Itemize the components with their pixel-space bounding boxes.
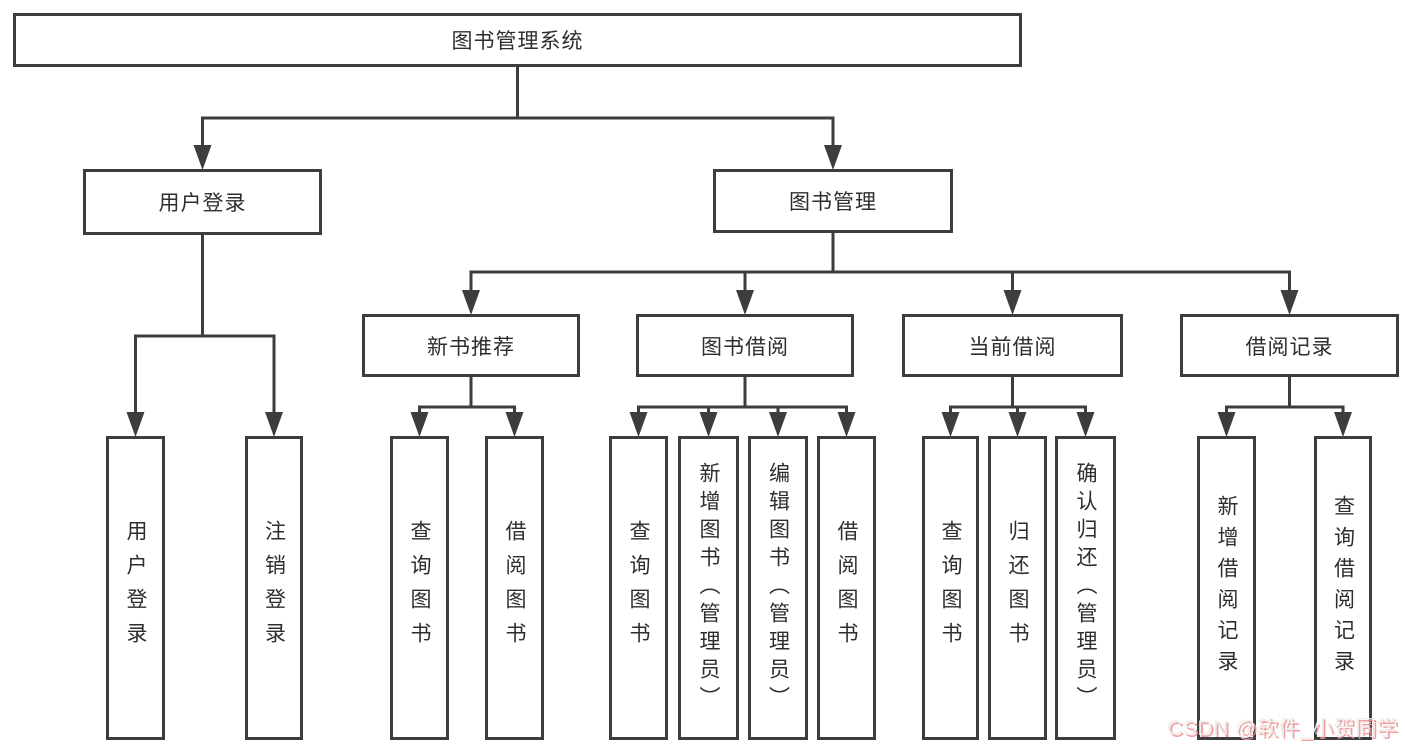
tree-node-book-management: 图书管理 — [713, 169, 953, 233]
leaf-node-borrow-books: 借阅图书 — [485, 436, 544, 740]
arrowhead-icon — [265, 412, 283, 437]
node-label: 当前借阅 — [968, 335, 1057, 359]
arrowhead-icon — [736, 290, 754, 315]
node-label: 注销登录 — [262, 520, 286, 656]
node-label: 借阅图书 — [503, 520, 526, 656]
leaf-node-query-books: 查询图书 — [390, 436, 449, 740]
arrowhead-icon — [193, 145, 212, 170]
arrowhead-icon — [505, 412, 524, 437]
node-label: 图书借阅 — [701, 335, 789, 359]
leaf-node-add-books-admin: 新增图书（管理员） — [678, 436, 739, 740]
leaf-node-add-borrow-record: 新增借阅记录 — [1197, 436, 1256, 740]
tree-node-current-borrowing: 当前借阅 — [902, 314, 1123, 377]
node-label: 编辑图书（管理员） — [766, 462, 790, 714]
arrowhead-icon — [1008, 412, 1027, 437]
arrowhead-icon — [1334, 412, 1352, 437]
arrowhead-icon — [462, 290, 480, 315]
arrowhead-icon — [1280, 290, 1299, 315]
arrowhead-icon — [941, 412, 960, 437]
tree-node-borrow-records: 借阅记录 — [1180, 314, 1399, 377]
arrowhead-icon — [126, 412, 145, 437]
arrowhead-icon — [769, 412, 787, 437]
leaf-node-logout: 注销登录 — [245, 436, 303, 740]
arrowhead-icon — [1217, 412, 1236, 437]
leaf-node-query-books: 查询图书 — [609, 436, 668, 740]
node-label: 归还图书 — [1006, 520, 1029, 656]
leaf-node-edit-books-admin: 编辑图书（管理员） — [748, 436, 808, 740]
leaf-node-borrow-books: 借阅图书 — [817, 436, 876, 740]
node-label: 新增图书（管理员） — [697, 462, 720, 714]
leaf-node-user-login: 用户登录 — [106, 436, 165, 740]
leaf-node-return-books: 归还图书 — [988, 436, 1047, 740]
node-label: 图书管理 — [789, 191, 877, 214]
node-label: 查询图书 — [939, 520, 962, 656]
node-label: 查询图书 — [627, 520, 650, 656]
arrowhead-icon — [699, 412, 718, 437]
node-label: 新增借阅记录 — [1215, 495, 1238, 681]
arrowhead-icon — [410, 412, 429, 437]
node-label: 用户登录 — [124, 520, 147, 656]
tree-node-user-login: 用户登录 — [83, 169, 322, 235]
tree-node-new-book-recommend: 新书推荐 — [362, 314, 580, 377]
arrowhead-icon — [629, 412, 648, 437]
arrowhead-icon — [1076, 412, 1095, 437]
node-label: 借阅记录 — [1245, 335, 1334, 359]
arrowhead-icon — [1003, 290, 1022, 315]
csdn-watermark: CSDN @软件_小贺同学 — [1167, 717, 1398, 740]
node-label: 查询借阅记录 — [1331, 495, 1355, 681]
node-label: 用户登录 — [158, 192, 247, 215]
node-label: 新书推荐 — [427, 335, 515, 359]
node-label: 确认归还（管理员） — [1074, 462, 1097, 714]
arrowhead-icon — [824, 145, 842, 170]
tree-node-book-borrowing: 图书借阅 — [636, 314, 854, 377]
leaf-node-confirm-return-admin: 确认归还（管理员） — [1055, 436, 1116, 740]
node-label: 借阅图书 — [835, 520, 858, 656]
node-label: 图书管理系统 — [451, 30, 584, 53]
tree-node-library-system: 图书管理系统 — [13, 13, 1022, 67]
leaf-node-query-books: 查询图书 — [922, 436, 979, 740]
leaf-node-query-borrow-record: 查询借阅记录 — [1314, 436, 1372, 740]
arrowhead-icon — [837, 412, 856, 437]
node-label: 查询图书 — [408, 520, 431, 656]
